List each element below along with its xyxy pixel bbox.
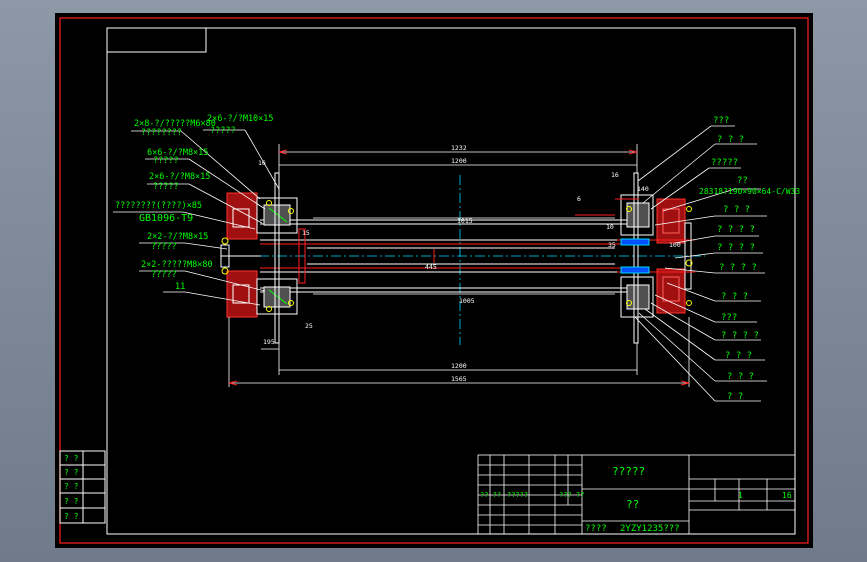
label-l7: ?????	[153, 182, 179, 192]
dim-1015: 1015	[457, 217, 473, 225]
corner-box	[106, 27, 207, 53]
label-r1: ? ? ?	[717, 135, 744, 145]
sheet-number: 16	[782, 491, 792, 500]
title-block-mark-1: ?????	[507, 491, 528, 499]
label-l8: ????????(????)×85	[115, 201, 202, 211]
drawing-subtitle: ??	[626, 498, 639, 511]
label-r5: ? ? ?	[723, 205, 750, 215]
cad-drawing-canvas: 2×8-?/?????M6×80 ???????? 2×6-?/?M10×15 …	[59, 17, 809, 544]
centerlines	[223, 175, 705, 345]
dimension-lines	[228, 144, 690, 387]
label-r13: ? ? ?	[727, 372, 754, 382]
dim-1565: 1565	[451, 375, 467, 383]
sheet-total: 1	[738, 491, 743, 500]
dim-445: 445	[425, 263, 437, 271]
side-table-cell-1: ? ?	[64, 468, 79, 477]
label-l6: 2×6-?/?M8×15	[149, 172, 210, 182]
label-l12: 2×2-?????M8×80	[141, 260, 213, 270]
title-block-mark-2: ??? ??	[559, 491, 584, 499]
dim-1232: 1232	[451, 144, 467, 152]
dimension-arrows	[228, 149, 690, 386]
label-l11: ?????	[151, 242, 177, 252]
side-table: ? ? ? ? ? ? ? ? ? ?	[59, 450, 106, 524]
side-table-cell-4: ? ?	[64, 512, 79, 521]
side-table-cell-2: ? ?	[64, 482, 79, 491]
label-l2: 2×6-?/?M10×15	[207, 114, 274, 124]
label-r4: 28318?190×90×64-C/W33	[699, 187, 800, 196]
label-l3: ?????	[210, 126, 236, 136]
dim-10: 10	[606, 223, 614, 231]
inner-frame	[106, 27, 796, 535]
roller-shaft	[260, 219, 647, 293]
dim-140: 140	[637, 185, 649, 193]
outer-frame	[59, 17, 809, 544]
title-block-mark-0: ?? ??	[480, 491, 501, 499]
label-r10: ???	[721, 313, 737, 323]
right-end-assembly	[617, 172, 695, 344]
dim-100: 100	[669, 241, 681, 249]
cad-viewport[interactable]: 2×8-?/?????M6×80 ???????? 2×6-?/?M10×15 …	[55, 13, 813, 548]
label-r14: ? ?	[727, 392, 743, 402]
dimension-texts: 1232 1200 1015 1005 1200 1565 16 16 6 10…	[258, 144, 681, 383]
left-labels: 2×8-?/?????M6×80 ???????? 2×6-?/?M10×15 …	[115, 114, 274, 292]
left-end-assembly	[220, 172, 306, 344]
dim-25: 25	[305, 322, 313, 330]
shaft-red-lines	[260, 243, 647, 269]
label-l4: 6×6-?/?M8×15	[147, 148, 208, 158]
dim-16-left: 16	[258, 159, 266, 167]
drawing-number: 2YZY1235???	[620, 524, 680, 534]
dim-15: 15	[302, 229, 310, 237]
label-l1: ????????	[141, 128, 182, 138]
label-l13: ?????	[151, 270, 177, 280]
dim-1200-top: 1200	[451, 157, 467, 165]
label-r9: ? ? ?	[721, 292, 748, 302]
dim-1200-bottom: 1200	[451, 362, 467, 370]
side-table-cell-0: ? ?	[64, 454, 79, 463]
dim-16-right: 16	[611, 171, 619, 179]
label-l10: 2×2-?/?M8×15	[147, 232, 208, 242]
label-r8: ? ? ? ?	[719, 263, 757, 273]
title-block	[477, 454, 796, 535]
label-r12: ? ? ?	[725, 351, 752, 361]
label-l14: 11	[175, 282, 185, 292]
label-l0: 2×8-?/?????M6×80	[134, 119, 216, 129]
label-l9: GB1096-T9	[139, 213, 193, 224]
title-block-texts: ????? ?? 2YZY1235??? ???? 1 16 ?? ?? ???…	[480, 465, 792, 534]
label-r6: ? ? ? ?	[717, 225, 755, 235]
title-block-label-a: ????	[585, 524, 607, 534]
dim-6: 6	[577, 195, 581, 203]
label-r0: ???	[713, 116, 729, 126]
dim-1005: 1005	[459, 297, 475, 305]
label-r2: ?????	[711, 158, 738, 168]
dim-195: 195	[263, 338, 275, 346]
label-r3: ??	[737, 176, 748, 186]
dim-35: 35	[608, 241, 616, 249]
side-table-cell-3: ? ?	[64, 497, 79, 506]
label-r11: ? ? ? ?	[721, 331, 759, 341]
right-labels: ??? ? ? ? ????? ?? 28318?190×90×64-C/W33…	[699, 116, 800, 402]
label-l5: ?????	[153, 156, 179, 166]
label-r7: ? ? ? ?	[717, 243, 755, 253]
leader-lines	[113, 125, 767, 402]
drawing-title: ?????	[612, 465, 645, 478]
